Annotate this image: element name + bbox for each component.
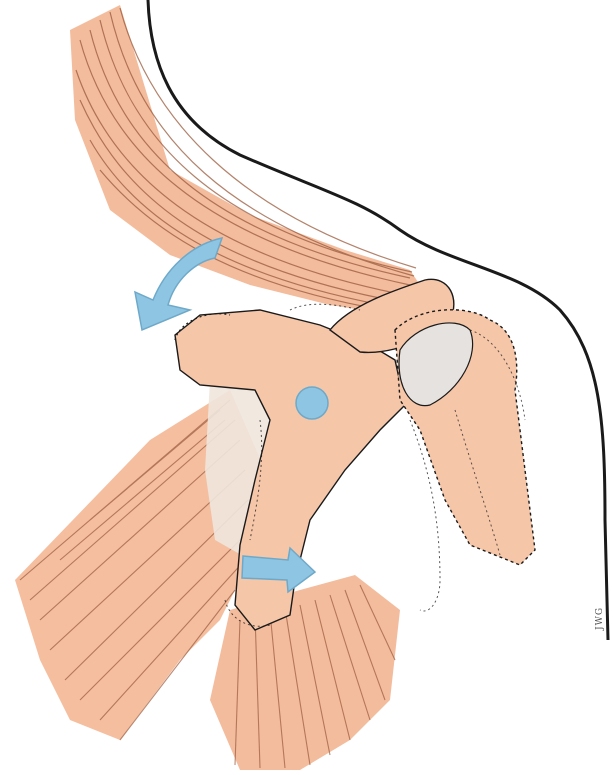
pivot-circle-icon xyxy=(296,387,328,419)
artist-signature: JWG xyxy=(595,598,607,630)
humerus-bone xyxy=(395,310,535,565)
